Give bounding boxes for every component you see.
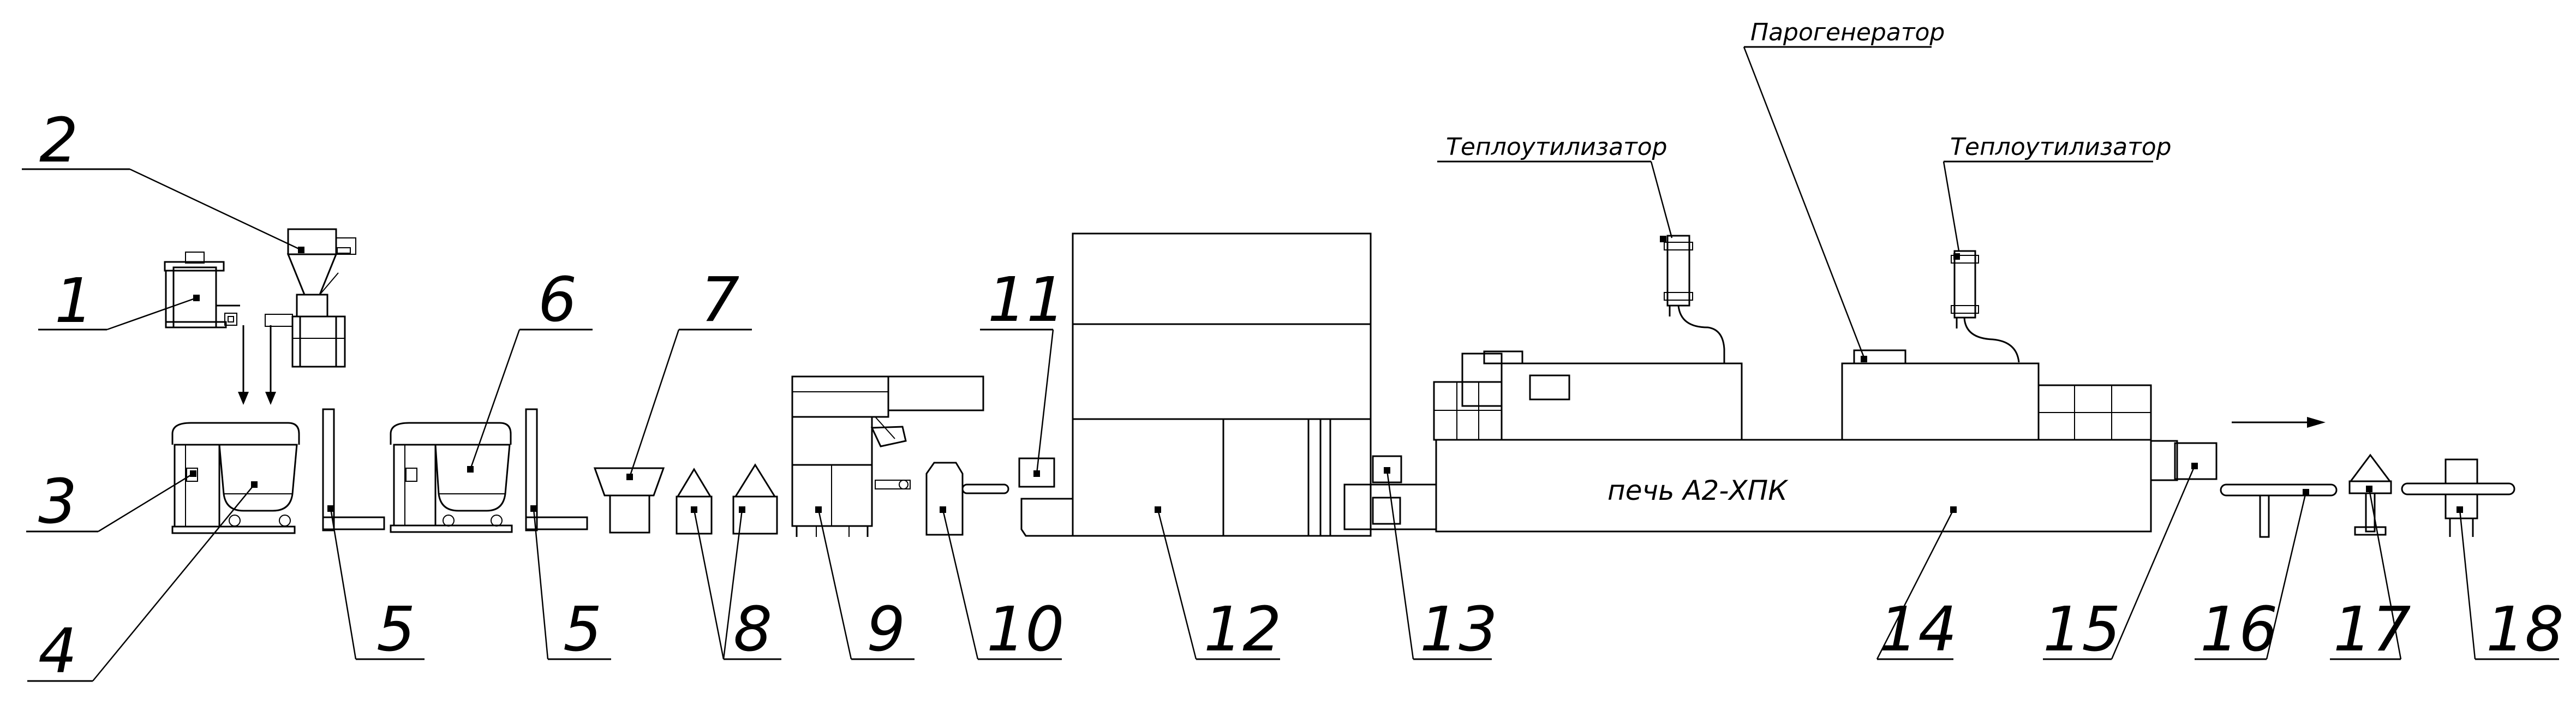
equipment-16-conveyor [2220,483,2338,538]
callout-number: 9 [866,594,905,665]
callout-number: 5 [376,594,415,665]
callout-9: 9 [815,506,915,665]
oven-right-heat-panels [2037,384,2152,441]
equipment-4-dough-bowl [218,444,298,527]
equipment-5-bowl-tipper-right [525,408,588,531]
callout-11: 11 [980,265,1066,477]
callout-5-right: 5 [530,505,611,665]
equipment-6-kneading-machine [390,422,513,533]
caption-steam-generator: Парогенератор [1743,19,1945,362]
callout-5-left: 5 [327,505,425,665]
callout-number: 14 [1879,594,1957,665]
oven-label: печь А2-ХПК [1607,475,1789,506]
heat-recovery-unit-right [1951,250,2020,363]
callout-number: 7 [701,265,739,336]
callout-18: 18 [2457,506,2564,665]
equipment-7-dough-funnel [593,467,665,534]
callout-4: 4 [27,481,258,687]
equipment-11-cabinet [1018,457,1074,537]
equipment-18-packing-conveyor [2401,458,2515,537]
callout-number: 2 [39,105,78,176]
equipment-5-bowl-tipper-left [322,408,385,531]
equipment-15-oven-unloader [2151,440,2218,481]
equipment-8-divider-left [676,468,713,535]
callout-1: 1 [38,266,200,337]
callout-number: 4 [38,616,77,687]
flow-direction-arrow [2232,417,2326,428]
caption-text: Парогенератор [1750,19,1945,46]
equipment-9-rounder [791,375,984,537]
callout-number: 15 [2043,594,2121,665]
callout-13: 13 [1384,467,1498,665]
callout-15: 15 [2043,463,2198,665]
callout-14: 14 [1876,506,1957,665]
callout-3: 3 [26,467,196,537]
feed-arrows [238,325,276,405]
oven-left-heat-panels [1433,381,1503,441]
callout-17: 17 [2330,486,2411,665]
callout-number: 6 [538,265,577,336]
callout-6: 6 [467,265,593,473]
callout-number: 17 [2333,594,2411,665]
callout-number: 18 [2486,594,2564,665]
callout-number: 12 [1204,594,1282,665]
heat-recovery-unit-left [1664,235,1725,363]
callout-16: 16 [2195,489,2309,665]
caption-heat-recovery-left: Теплоутилизатор [1437,133,1673,242]
equipment-12-proofing-cabinet [1072,232,1372,537]
callout-number: 1 [55,266,93,337]
caption-text: Теплоутилизатор [1950,133,2172,161]
callout-2: 2 [22,105,304,253]
callout-7: 7 [626,265,752,480]
equipment-3-kneading-machine [171,422,300,534]
caption-text: Теплоутилизатор [1446,133,1667,161]
equipment-1-dosing-tank [164,252,240,328]
callout-8: 8 [691,506,781,665]
callout-number: 8 [733,594,772,665]
equipment-10-moulder [925,462,1009,536]
callout-12: 12 [1155,506,1282,665]
callout-number: 3 [38,467,77,537]
equipment-14-tunnel-oven: печь А2-ХПК [1433,349,2152,533]
callout-number: 5 [563,594,602,665]
callout-number: 11 [988,265,1066,336]
callout-number: 10 [987,594,1065,665]
equipment-8-divider-right [732,463,778,535]
callout-number: 16 [2200,594,2278,665]
callout-number: 13 [1420,594,1498,665]
caption-heat-recovery-right: Теплоутилизатор [1943,133,2172,260]
callout-10: 10 [940,506,1065,665]
equipment-2-flour-hopper [265,228,356,368]
